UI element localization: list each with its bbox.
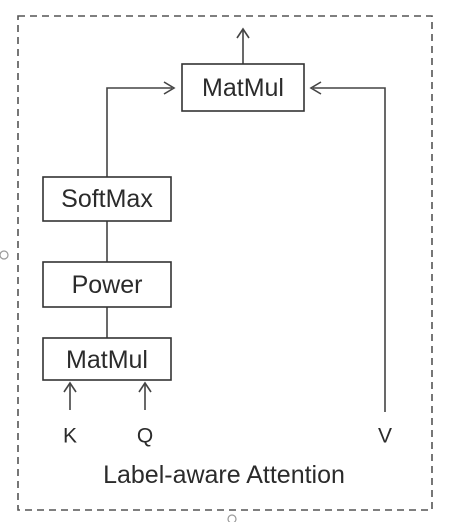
input-v-label: V	[378, 425, 392, 448]
frame-handle-bottom	[227, 514, 237, 522]
node-matmul-top: MatMul	[181, 63, 305, 112]
v-to-matmul-edge	[313, 87, 386, 412]
node-power-box	[42, 261, 172, 308]
q-arrowhead	[138, 381, 152, 393]
node-matmul-top-box	[181, 63, 305, 112]
input-k-label: K	[63, 425, 77, 448]
node-matmul-top-label: MatMul	[202, 74, 284, 102]
input-q-label: Q	[137, 425, 153, 448]
v-to-matmul-arrowhead	[309, 81, 322, 95]
node-matmul-bottom-box	[42, 337, 172, 381]
softmax-to-matmul-edge	[106, 87, 172, 177]
softmax-to-matmul-arrowhead	[163, 81, 176, 95]
node-power: Power	[42, 261, 172, 308]
node-softmax-label: SoftMax	[61, 185, 153, 213]
node-softmax-box	[42, 176, 172, 222]
node-matmul-bottom: MatMul	[42, 337, 172, 381]
frame-handle-left	[0, 250, 9, 260]
node-power-label: Power	[72, 271, 143, 299]
attention-module-frame	[17, 15, 433, 511]
node-matmul-bottom-label: MatMul	[66, 346, 148, 374]
node-softmax: SoftMax	[42, 176, 172, 222]
diagram-caption: Label-aware Attention	[103, 461, 345, 489]
k-arrowhead	[63, 381, 77, 393]
output-arrowhead	[236, 27, 250, 39]
